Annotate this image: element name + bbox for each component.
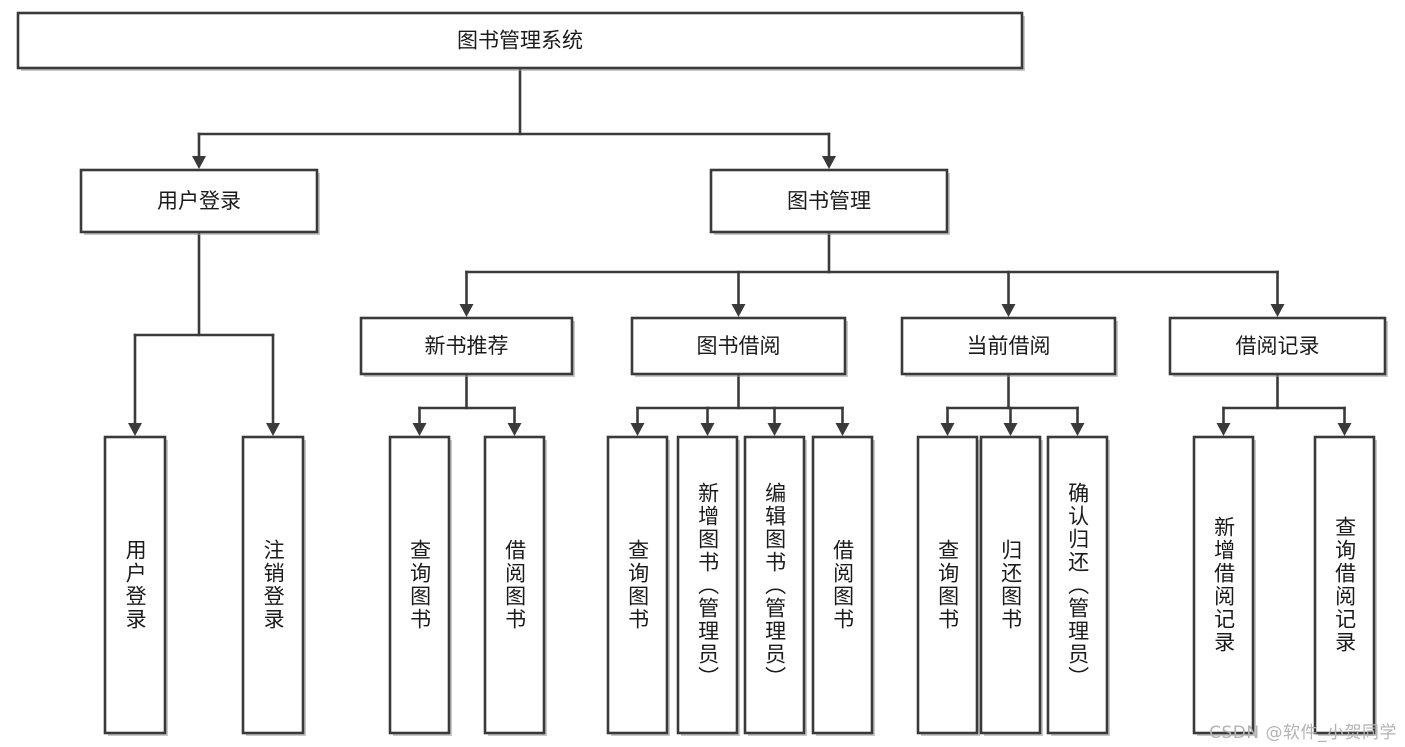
book-manage-to-level3-arrow-0 (459, 304, 474, 317)
root-to-level2-arrow-0 (192, 156, 206, 169)
node-current-borrow-label: 当前借阅 (967, 334, 1051, 358)
new-book-recommend-to-leaves-arrow-1 (507, 423, 522, 436)
node-book-manage[interactable] (709, 168, 949, 234)
connector-lines (128, 66, 1352, 436)
node-query-borrow-record[interactable] (1313, 435, 1376, 735)
current-borrow-to-leaves-arrow-2 (1070, 423, 1085, 436)
book-borrow-to-leaves-arrow-2 (767, 423, 782, 436)
node-user-login-label: 用户登录 (157, 189, 241, 213)
node-add-borrow-record[interactable] (1192, 435, 1255, 735)
node-user-logout[interactable] (241, 435, 305, 735)
user-login-to-leaves-arrow-1 (266, 423, 280, 436)
borrow-record-to-leaves-arrow-1 (1337, 423, 1352, 436)
node-query-book-3[interactable] (916, 435, 979, 735)
node-new-book-recommend-label: 新书推荐 (425, 334, 509, 358)
node-root-label: 图书管理系统 (457, 29, 583, 53)
node-borrow-book-1[interactable] (483, 435, 546, 735)
node-confirm-return-admin[interactable] (1046, 435, 1109, 735)
node-borrow-record[interactable] (1168, 316, 1387, 376)
book-manage-to-level3-arrow-2 (1001, 304, 1016, 317)
node-boxes (16, 11, 1388, 736)
node-root[interactable] (16, 11, 1024, 70)
new-book-recommend-to-leaves-arrow-0 (412, 423, 427, 436)
node-edit-book-admin[interactable] (743, 435, 806, 735)
node-query-book-1[interactable] (388, 435, 451, 735)
node-borrow-record-label: 借阅记录 (1236, 334, 1320, 358)
node-user-login[interactable] (79, 168, 319, 234)
book-borrow-to-leaves-arrow-1 (700, 423, 715, 436)
node-new-book-recommend[interactable] (359, 316, 574, 376)
node-add-book-admin[interactable] (676, 435, 739, 735)
node-borrow-book-2[interactable] (811, 435, 874, 735)
watermark-text: CSDN @软件_小贺同学 (1209, 723, 1397, 743)
node-return-book[interactable] (979, 435, 1042, 735)
book-borrow-to-leaves-arrow-3 (835, 423, 850, 436)
node-book-borrow[interactable] (630, 316, 847, 376)
user-login-to-leaves-arrow-0 (128, 423, 142, 436)
current-borrow-to-leaves-arrow-1 (1003, 423, 1018, 436)
book-manage-to-level3-arrow-3 (1270, 304, 1285, 317)
book-borrow-to-leaves-arrow-0 (630, 423, 645, 436)
node-query-book-2[interactable] (606, 435, 669, 735)
node-book-borrow-label: 图书借阅 (697, 334, 781, 358)
node-user-login-do[interactable] (103, 435, 167, 735)
book-manage-to-level3-arrow-1 (731, 304, 746, 317)
borrow-record-to-leaves-arrow-0 (1216, 423, 1231, 436)
node-book-manage-label: 图书管理 (787, 189, 871, 213)
root-to-level2-arrow-1 (822, 156, 836, 169)
node-current-borrow[interactable] (900, 316, 1117, 376)
current-borrow-to-leaves-arrow-0 (940, 423, 955, 436)
